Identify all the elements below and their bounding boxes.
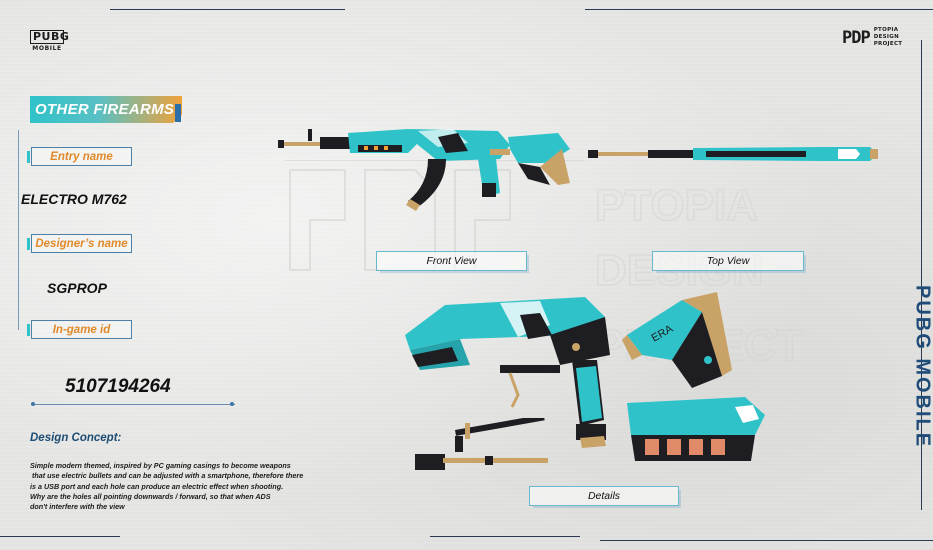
top-view-label: Top View: [652, 251, 804, 271]
design-concept-heading: Design Concept:: [30, 432, 122, 444]
details-label-text: Details: [587, 490, 621, 502]
pdp-logo-words: PTOPIA DESIGN PROJECT: [874, 27, 903, 48]
concept-line-5: don't interfere with the view: [30, 502, 125, 512]
frame-line-bottom-right: [600, 540, 933, 541]
title-accent-bar: [175, 104, 181, 122]
concept-line-4: Why are the holes all pointing downwards…: [30, 491, 271, 501]
frame-line-top-left: [110, 9, 345, 10]
divider-line: [35, 404, 235, 405]
concept-line-2: that use electric bullets and can be adj…: [32, 471, 304, 481]
frame-line-top-right: [585, 9, 933, 10]
watermark-line-1: PTOPIA: [595, 181, 758, 230]
ingame-id-label: In-game id: [27, 320, 132, 339]
designer-name-label: Designer’s name: [27, 234, 132, 253]
pdp-logo-line-3: PROJECT: [873, 41, 903, 47]
pdp-logo-line-2: DESIGN: [873, 34, 899, 40]
detail-grip: [572, 360, 606, 448]
pubg-mobile-side-band: PUBG MOBILE: [911, 233, 933, 500]
pubg-logo-subtext: MOBILE: [32, 45, 62, 52]
divider-dot-right: [230, 402, 234, 406]
front-view-label-text: Front View: [426, 255, 477, 267]
design-concept-text: Simple modern themed, inspired by PC gam…: [30, 461, 365, 512]
designer-name-value: SGPROP: [47, 280, 107, 296]
pubg-logo-text: PUBG: [30, 30, 69, 44]
pdp-logo-line-1: PTOPIA: [873, 27, 899, 33]
side-band-text: PUBG MOBILE: [911, 284, 933, 449]
frame-line-bottom-mid: [430, 536, 580, 537]
entry-name-value: ELECTRO M762: [21, 191, 127, 207]
concept-line-3: is a USB port and each hole can produce …: [30, 481, 284, 491]
pdp-logo-mark: PDP: [842, 27, 871, 48]
ingame-id-label-text: In-game id: [52, 323, 111, 336]
ingame-id-value: 5107194264: [65, 376, 171, 397]
pubg-mobile-logo: PUBG MOBILE: [30, 30, 69, 56]
frame-line-bottom-left: [0, 536, 120, 537]
top-view-rifle: [588, 147, 878, 161]
designer-name-label-text: Designer’s name: [35, 237, 128, 250]
side-line-left: [18, 130, 19, 330]
section-title: OTHER FIREARMS: [35, 101, 175, 118]
top-view-label-text: Top View: [706, 255, 750, 267]
section-title-banner: OTHER FIREARMS: [30, 96, 182, 123]
pdp-logo: PDP PTOPIA DESIGN PROJECT: [842, 27, 902, 48]
detail-receiver: [405, 297, 610, 408]
detail-handguard: [627, 397, 765, 461]
concept-line-1: Simple modern themed, inspired by PC gam…: [30, 461, 291, 470]
divider-dot-left: [31, 402, 35, 406]
front-view-label: Front View: [376, 251, 527, 271]
frame-line-right: [921, 40, 922, 510]
details-label: Details: [529, 486, 679, 506]
entry-name-label-text: Entry name: [50, 150, 113, 163]
front-view-rifle: [278, 129, 570, 211]
detail-stock: ERA: [622, 292, 732, 388]
entry-name-label: Entry name: [27, 147, 132, 166]
detail-barrel: [415, 418, 548, 470]
